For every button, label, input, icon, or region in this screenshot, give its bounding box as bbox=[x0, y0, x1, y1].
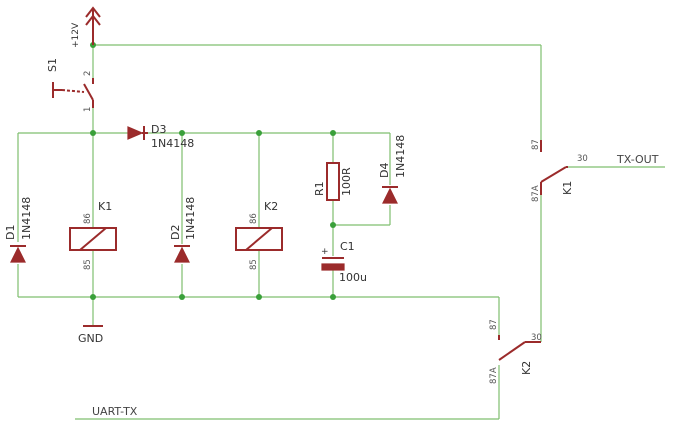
d1-value: 1N4148 bbox=[20, 197, 33, 240]
d1-ref: D1 bbox=[4, 225, 17, 240]
junction-dot bbox=[330, 222, 336, 228]
diode-d3: D3 1N4148 bbox=[127, 123, 194, 150]
junction-dot bbox=[330, 294, 336, 300]
relay-k1-coil: K1 86 85 bbox=[69, 200, 117, 270]
relay-k2-contacts: 87 87A 30 K2 bbox=[489, 319, 542, 384]
switch-pin-1: 1 bbox=[83, 107, 93, 112]
c1-polarity: + bbox=[321, 247, 329, 257]
k2-ref: K2 bbox=[264, 200, 278, 213]
k2-pin-87a: 87A bbox=[489, 367, 499, 384]
junction-dot bbox=[179, 294, 185, 300]
d3-value: 1N4148 bbox=[151, 137, 194, 150]
diode-d2: D2 1N4148 bbox=[169, 197, 197, 263]
switch-ref: S1 bbox=[46, 58, 59, 72]
switch-s1: S1 2 1 bbox=[46, 58, 94, 112]
d4-value: 1N4148 bbox=[394, 135, 407, 178]
junction-dot bbox=[90, 130, 96, 136]
junction-dot bbox=[256, 294, 262, 300]
k1-pin-86: 86 bbox=[83, 213, 93, 224]
junction-dot bbox=[330, 130, 336, 136]
junction-dot bbox=[90, 294, 96, 300]
k1-pin-85: 85 bbox=[83, 259, 93, 270]
diode-d4: D4 1N4148 bbox=[378, 135, 407, 204]
diode-d1: D1 1N4148 bbox=[4, 197, 33, 263]
d2-value: 1N4148 bbox=[184, 197, 197, 240]
relay-k2-coil: K2 86 85 bbox=[235, 200, 283, 270]
ground-label: GND bbox=[78, 332, 103, 345]
switch-pin-2: 2 bbox=[83, 71, 93, 76]
r1-ref: R1 bbox=[313, 181, 326, 196]
net-tx-out: TX-OUT bbox=[616, 153, 659, 166]
d3-ref: D3 bbox=[151, 123, 166, 136]
wires bbox=[17, 44, 665, 420]
k2-pin-85: 85 bbox=[249, 259, 259, 270]
k1-pin-87: 87 bbox=[531, 139, 541, 150]
resistor-r1: R1 100R bbox=[313, 162, 353, 201]
k1-pin-30: 30 bbox=[577, 154, 588, 164]
k2-pin-86: 86 bbox=[249, 213, 259, 224]
k1-contact-ref: K1 bbox=[561, 181, 574, 195]
power-label: +12V bbox=[71, 22, 81, 48]
junctions bbox=[90, 42, 336, 300]
junction-dot bbox=[256, 130, 262, 136]
ground-symbol: GND bbox=[78, 325, 103, 345]
relay-k1-contacts: 87 87A 30 K1 bbox=[531, 139, 588, 202]
power-supply-symbol: +12V bbox=[71, 6, 101, 48]
d2-ref: D2 bbox=[169, 225, 182, 240]
k2-pin-87: 87 bbox=[489, 319, 499, 330]
k2-pin-30: 30 bbox=[531, 333, 542, 343]
net-uart-tx: UART-TX bbox=[92, 405, 138, 418]
c1-ref: C1 bbox=[340, 240, 355, 253]
c1-value: 100u bbox=[339, 271, 367, 284]
d4-ref: D4 bbox=[378, 163, 391, 178]
capacitor-c1: + C1 100u bbox=[321, 240, 367, 284]
k2-contact-ref: K2 bbox=[520, 361, 533, 375]
r1-value: 100R bbox=[340, 167, 353, 196]
k1-ref: K1 bbox=[98, 200, 112, 213]
k1-pin-87a: 87A bbox=[531, 185, 541, 202]
junction-dot bbox=[179, 130, 185, 136]
